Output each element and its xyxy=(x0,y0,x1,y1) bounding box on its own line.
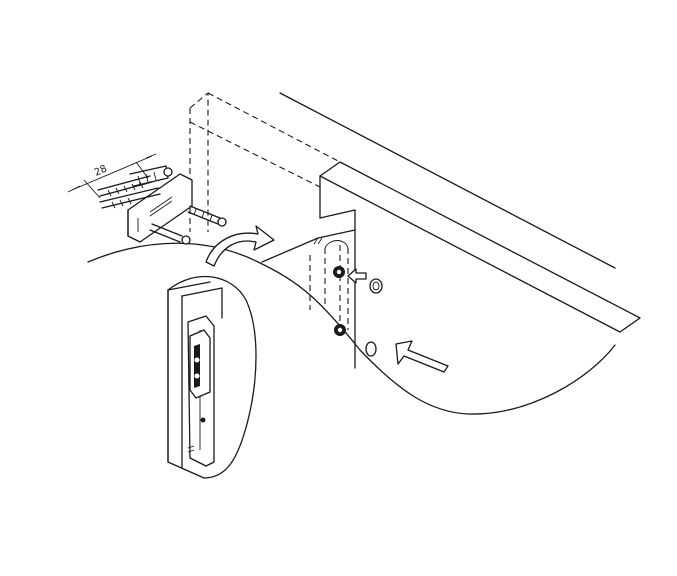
right-screw xyxy=(187,205,227,227)
cabinet-bracket xyxy=(309,237,349,336)
dimension-indicator: 28 xyxy=(67,153,157,199)
upper-screw xyxy=(97,165,173,197)
cover-cap-bottom xyxy=(365,341,377,357)
wall-bracket-assembly: 28 xyxy=(67,153,227,245)
bottom-screw xyxy=(149,223,191,245)
wall-outline xyxy=(189,91,341,232)
direction-arrow xyxy=(395,340,449,373)
lower-screw xyxy=(99,187,161,209)
cover-cap-top xyxy=(369,278,383,294)
detail-bracket xyxy=(187,315,215,467)
detail-screw xyxy=(200,417,206,423)
cabinet-body xyxy=(87,92,641,415)
dimension-label: 28 xyxy=(93,164,109,179)
detail-inset xyxy=(167,275,257,479)
screw-arrow xyxy=(347,268,367,284)
hang-arrow xyxy=(205,225,275,267)
